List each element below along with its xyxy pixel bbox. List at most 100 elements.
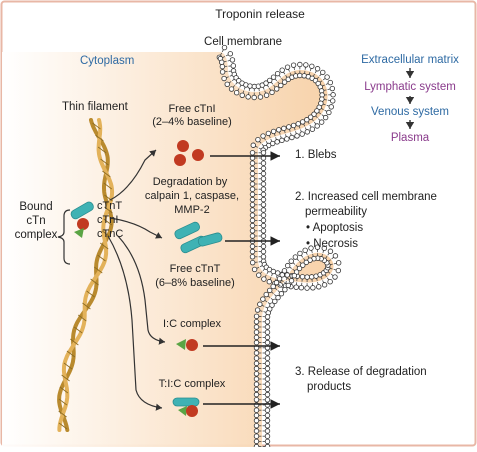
lipid-head xyxy=(248,84,253,89)
lipid-head xyxy=(330,99,335,104)
lipid-head xyxy=(251,143,256,148)
lipid-head xyxy=(286,125,291,130)
lipid-head xyxy=(328,279,333,284)
bullet-apoptosis: • Apoptosis xyxy=(306,222,363,235)
lipid-head xyxy=(279,291,284,296)
free-ctni-label-line2: (2–4% baseline) xyxy=(152,116,232,129)
lipid-head xyxy=(276,295,281,300)
lipid-head xyxy=(300,274,305,279)
lipid-head xyxy=(305,286,310,291)
lipid-head xyxy=(291,63,296,68)
lipid-head xyxy=(293,255,298,260)
free-ctnt-label-line2: (6–8% baseline) xyxy=(155,277,235,290)
lipid-head xyxy=(309,275,314,280)
lipid-head xyxy=(325,75,330,80)
lipid-head xyxy=(315,66,320,71)
ctnt-label: cTnT xyxy=(97,200,122,213)
cell-membrane-label: Cell membrane xyxy=(204,36,282,49)
bound-ctni-protein xyxy=(77,218,89,230)
bound-complex-label-line1: Bound xyxy=(19,201,52,214)
lipid-head xyxy=(283,287,288,292)
lipid-head xyxy=(254,340,259,345)
lipid-head xyxy=(254,366,259,371)
lipid-head xyxy=(254,330,259,335)
lipid-head xyxy=(265,325,270,330)
lipid-head xyxy=(261,203,266,208)
lipid-head xyxy=(261,234,266,239)
ctni-label: cTnI xyxy=(97,214,118,227)
lipid-head xyxy=(275,140,280,145)
lipid-head xyxy=(261,218,266,223)
lipid-head xyxy=(252,95,257,100)
lipid-head xyxy=(261,134,266,139)
lipid-head xyxy=(298,62,303,67)
lipid-head xyxy=(250,249,255,254)
lipid-head xyxy=(254,397,259,402)
mechanism-permeability-line1: 2. Increased cell membrane xyxy=(295,191,437,204)
lipid-head xyxy=(280,68,285,73)
pathway-venous-system: Venous system xyxy=(371,106,449,119)
lipid-head xyxy=(285,263,290,268)
lipid-head xyxy=(275,271,280,276)
lipid-head xyxy=(258,302,263,307)
mechanism-permeability-line2: permeability xyxy=(305,206,367,219)
lipid-head xyxy=(261,177,266,182)
lipid-head xyxy=(250,218,255,223)
lipid-head xyxy=(254,418,259,423)
lipid-head xyxy=(265,361,270,366)
free-ctnt-label-line1: Free cTnT xyxy=(170,263,221,276)
lipid-head xyxy=(240,93,245,98)
ic-ctni xyxy=(186,339,198,351)
tic-ctni xyxy=(186,405,198,417)
lipid-head xyxy=(220,70,225,75)
free-ctni-label-line1: Free cTnI xyxy=(168,103,215,116)
lipid-head xyxy=(295,134,300,139)
cytoplasm-label: Cytoplasm xyxy=(80,55,134,68)
lipid-head xyxy=(246,95,251,100)
lipid-head xyxy=(267,288,272,293)
lipid-head xyxy=(266,131,271,136)
free-ctni-dot-2 xyxy=(192,149,204,161)
lipid-head xyxy=(292,273,297,278)
lipid-head xyxy=(261,182,266,187)
lipid-head xyxy=(298,251,303,256)
lipid-head xyxy=(265,418,270,423)
lipid-head xyxy=(319,120,324,125)
lipid-head xyxy=(290,135,295,140)
lipid-head xyxy=(285,137,290,142)
lipid-head xyxy=(296,121,301,126)
lipid-head xyxy=(265,335,270,340)
bound-complex-label-line3: complex xyxy=(15,229,58,242)
lipid-head xyxy=(250,223,255,228)
lipid-head xyxy=(267,279,272,284)
lipid-head xyxy=(274,87,279,92)
lipid-head xyxy=(254,387,259,392)
lipid-head xyxy=(271,269,276,274)
lipid-head xyxy=(276,128,281,133)
lipid-head xyxy=(286,283,291,288)
lipid-head xyxy=(256,137,261,142)
lipid-head xyxy=(229,87,234,92)
lipid-head xyxy=(310,127,315,132)
lipid-head xyxy=(250,208,255,213)
lipid-head xyxy=(265,429,270,434)
lipid-head xyxy=(250,151,255,156)
pathway-extracellular-matrix: Extracellular matrix xyxy=(361,54,459,67)
lipid-head xyxy=(231,64,236,69)
lipid-head xyxy=(291,123,296,128)
lipid-head xyxy=(261,192,266,197)
ctnc-label: cTnC xyxy=(97,228,123,241)
lipid-head xyxy=(255,308,260,313)
lipid-head xyxy=(289,259,294,264)
lipid-head xyxy=(271,75,276,80)
mechanism-blebs: 1. Blebs xyxy=(295,149,337,162)
lipid-head xyxy=(254,429,259,434)
lipid-head xyxy=(271,284,276,289)
lipid-head xyxy=(265,413,270,418)
lipid-head xyxy=(327,110,332,115)
lipid-head xyxy=(254,408,259,413)
lipid-head xyxy=(285,65,290,70)
lipid-head xyxy=(254,392,259,397)
lipid-head xyxy=(256,273,261,278)
lipid-head xyxy=(250,161,255,166)
